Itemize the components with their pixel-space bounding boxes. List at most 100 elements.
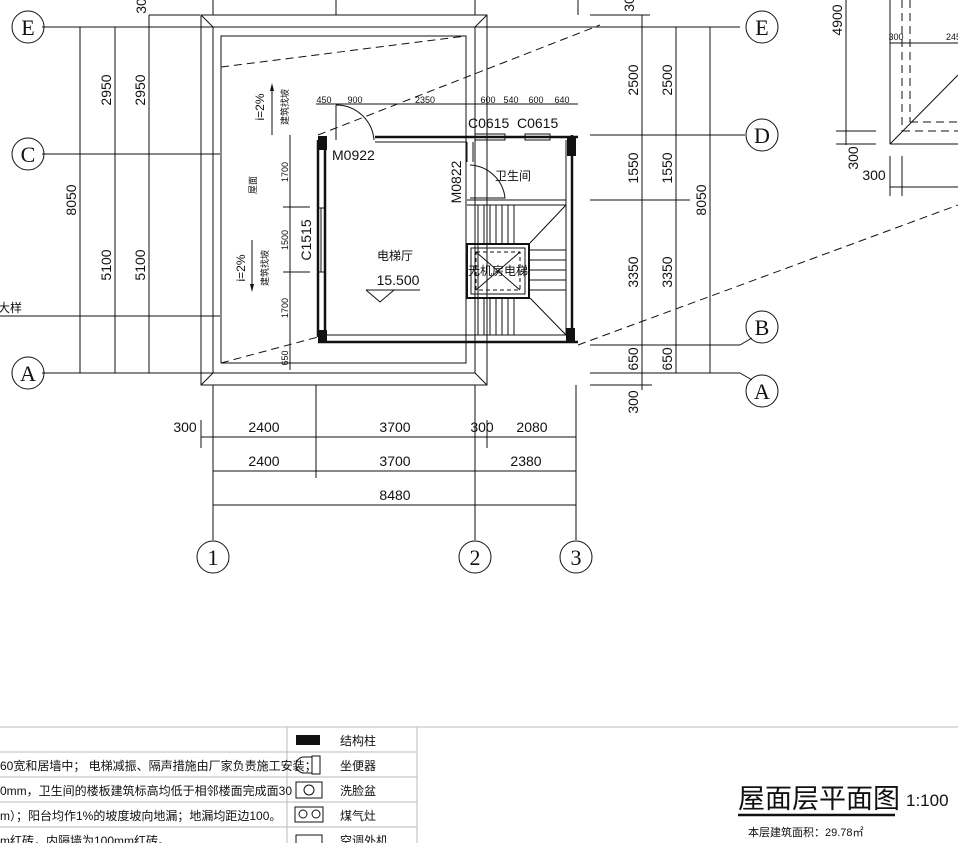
- label-axes-A: A: [754, 379, 770, 404]
- axis-bubble-e-left: E: [11, 10, 45, 44]
- label-plan-top-dims-4: 540: [503, 95, 518, 105]
- label-plan-top-dims-5: 600: [528, 95, 543, 105]
- label-right-dims-e-d-1: 2500: [625, 64, 641, 95]
- axis-bubble-a-right: A: [745, 374, 779, 408]
- label-title-area: 本层建筑面积：29.78㎡: [748, 825, 864, 839]
- label-bottom-dims-row1-0: 300: [173, 419, 197, 435]
- label-plan-slope-mid: i=2%: [234, 254, 248, 281]
- drawing-line: [529, 204, 567, 244]
- drawing-line: [220, 336, 319, 364]
- stair-elevator-room: [316, 104, 578, 344]
- label-detail-dim-300-top: 300: [888, 32, 903, 42]
- label-axes-A: A: [20, 361, 36, 386]
- label-right-dims-d-b1-2: 1550: [659, 152, 675, 183]
- drawing-circle: [458, 540, 492, 574]
- label-right-dims-bottom: 300: [625, 390, 641, 414]
- structural-column-symbol: [296, 735, 320, 745]
- drawing-rect: [566, 328, 575, 342]
- label-axes-B: B: [755, 315, 770, 340]
- axis-bubble-2: 2: [458, 540, 492, 574]
- elevator-shaft: [466, 243, 530, 299]
- drawing-circle: [745, 118, 779, 152]
- label-plan-bathroom: 卫生间: [495, 169, 531, 183]
- label-plan-roof-label: 屋面: [248, 176, 258, 194]
- label-title-scale: 1:100: [906, 791, 949, 810]
- label-plan-door-m0922: M0922: [332, 147, 375, 163]
- label-notes-0: 60宽和居墙中； 电梯减振、隔声措施由厂家负责施工安装；: [0, 758, 317, 773]
- label-plan-top-dims-3: 600: [480, 95, 495, 105]
- drawing-circle: [559, 540, 593, 574]
- drawing-rect: [466, 243, 530, 299]
- axis-bubble-a-left: A: [11, 356, 45, 390]
- partial-detail-drawing: 4900 300 245 300 300: [829, 0, 958, 196]
- stair-treads: [477, 204, 567, 336]
- structural-columns: [318, 136, 576, 343]
- drawing-line: [577, 204, 958, 346]
- label-right-dims-top-cut: 30: [621, 0, 637, 12]
- label-right-dims-b-a-1: 650: [625, 347, 641, 371]
- axis-bubble-c-left: C: [11, 137, 45, 171]
- door-m0922-swing: [335, 104, 375, 141]
- drawing-line: [200, 14, 214, 28]
- drawing-rect: [474, 133, 506, 141]
- drawing-title-block: 屋面层平面图 1:100 本层建筑面积：29.78㎡: [738, 784, 949, 839]
- drawing-line: [200, 372, 214, 386]
- ac-unit-symbol: [295, 834, 323, 843]
- drawing-rect: [200, 14, 488, 386]
- axis-bubble-e-right: E: [745, 10, 779, 44]
- label-right-dims-mid-1: 3350: [625, 256, 641, 287]
- label-legend-4: 空调外机: [340, 834, 388, 843]
- drawing-line: [889, 74, 958, 145]
- drawing-line: [474, 14, 488, 28]
- label-detail-dim-4900: 4900: [829, 4, 845, 35]
- axis-bubbles: E C A E D B A 1 2 3: [11, 10, 779, 574]
- axis-bubble-b-right: B: [745, 310, 779, 344]
- notes-legend-table: 60宽和居墙中； 电梯减振、隔声措施由厂家负责施工安装； 0mm，卫生间的楼板建…: [0, 726, 958, 843]
- label-plan-top-dims-1: 900: [347, 95, 362, 105]
- label-plan-window-c0615-b: C0615: [517, 115, 558, 131]
- label-axes-n2: 2: [470, 545, 481, 570]
- washbasin-symbol: [295, 781, 323, 799]
- label-legend-1: 坐便器: [340, 759, 376, 773]
- door-m0822-swing: [469, 164, 506, 199]
- drawing-rect: [475, 251, 521, 291]
- drawing-circle: [745, 374, 779, 408]
- label-axes-n1: 1: [208, 545, 219, 570]
- bottom-dimensions: 300 2400 3700 300 2080 2400 3700 2380 84…: [173, 419, 576, 506]
- drawing-line: [474, 372, 488, 386]
- drawing-circle: [196, 540, 230, 574]
- label-plan-top-dims-6: 640: [554, 95, 569, 105]
- drawing-rect: [318, 136, 327, 150]
- label-detail-dim-300-v: 300: [845, 146, 861, 170]
- label-left-dims-top-cut: 30: [133, 0, 149, 14]
- drawing-rect: [470, 247, 526, 295]
- label-notes-3: m红砖，内隔墙为100mm红砖。: [0, 833, 170, 843]
- label-axes-C: C: [21, 142, 36, 167]
- label-plan-elevator: 无机房电梯: [468, 263, 528, 278]
- axis-bubble-d-right: D: [745, 118, 779, 152]
- drawing-rect: [212, 26, 476, 374]
- toilet-symbol: [295, 755, 321, 775]
- label-left-dims-c-a-1: 5100: [98, 249, 114, 280]
- label-plan-side-dims-1: 1500: [280, 230, 290, 250]
- drawing-circle: [11, 356, 45, 390]
- label-axes-D: D: [754, 123, 770, 148]
- drawing-line: [739, 372, 753, 381]
- label-plan-window-c1515: C1515: [298, 219, 314, 260]
- right-dimensions: 2500 2500 1550 1550 3350 3350 650 650 80…: [590, 0, 711, 414]
- label-notes-1: 0mm，卫生间的楼板建筑标高均低于相邻楼面完成面30: [0, 783, 292, 798]
- label-plan-elevator-hall: 电梯厅: [377, 249, 413, 263]
- label-plan-side-dims-3: 650: [280, 350, 290, 365]
- axis-bubble-1: 1: [196, 540, 230, 574]
- drawing-circle: [303, 784, 315, 796]
- label-legend-3: 煤气灶: [340, 808, 376, 823]
- label-plan-top-dims-0: 450: [316, 95, 331, 105]
- drawing-path: [295, 756, 312, 774]
- label-bottom-dims-row2-2: 2380: [510, 453, 541, 469]
- label-left-dims-e-c-1: 2950: [98, 74, 114, 105]
- label-plan-elevation: 15.500: [377, 272, 420, 288]
- label-left-dims-side-label: 大样: [0, 300, 22, 315]
- drawing-line: [475, 251, 521, 291]
- drawing-line: [529, 297, 567, 336]
